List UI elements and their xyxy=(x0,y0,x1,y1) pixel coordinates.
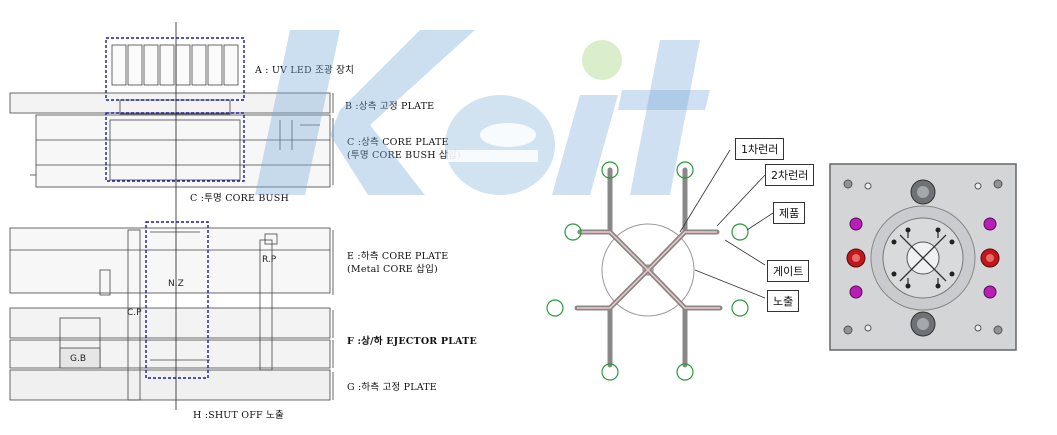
callout-gate: 게이트 xyxy=(767,260,810,282)
nozzle-frame xyxy=(145,221,209,379)
uv-led-frame xyxy=(105,37,245,101)
mold-photo-graphic xyxy=(829,163,1017,351)
runner-layout-drawing xyxy=(546,149,774,381)
label-shut-off: H :SHUT OFF 노출 xyxy=(193,410,284,421)
runner-layout: 1차런러 2차런러 제품 게이트 노출 xyxy=(525,0,825,431)
callout-product: 제품 xyxy=(773,202,806,224)
tag-cp: C.P xyxy=(127,308,142,318)
label-clear-core-bush: C :투명 CORE BUSH xyxy=(190,193,289,204)
callout-runner1: 1차런러 xyxy=(735,138,785,160)
tag-nz: N.Z xyxy=(168,279,184,289)
core-plate-frame xyxy=(105,112,245,182)
label-metal-core-insert: (Metal CORE 삽입) xyxy=(347,264,438,275)
mold-photo xyxy=(828,162,1018,352)
callout-exposure: 노출 xyxy=(767,290,800,312)
label-upper-core-plate: C :상측 CORE PLATE xyxy=(347,137,449,148)
callout-runner2: 2차런러 xyxy=(765,164,815,186)
tag-gb: G.B xyxy=(70,354,86,364)
label-lower-fixed-plate: G :하측 고정 PLATE xyxy=(347,382,437,393)
label-lower-core-plate: E :하측 CORE PLATE xyxy=(347,251,449,262)
label-upper-fixed-plate: B :상측 고정 PLATE xyxy=(345,101,435,112)
tag-rp: R.P xyxy=(262,255,277,265)
label-ejector-plate: F :상/하 EJECTOR PLATE xyxy=(347,336,477,347)
label-uv-led: A : UV LED 조광 장치 xyxy=(255,65,355,76)
mold-cross-section-drawing: N.Z R.P C.P G.B xyxy=(9,22,334,410)
label-core-bush-insert: (투명 CORE BUSH 삽입) xyxy=(347,150,461,161)
mold-cross-section: N.Z R.P C.P G.B A : UV LED 조광 장치 B :상측 고… xyxy=(0,0,520,431)
